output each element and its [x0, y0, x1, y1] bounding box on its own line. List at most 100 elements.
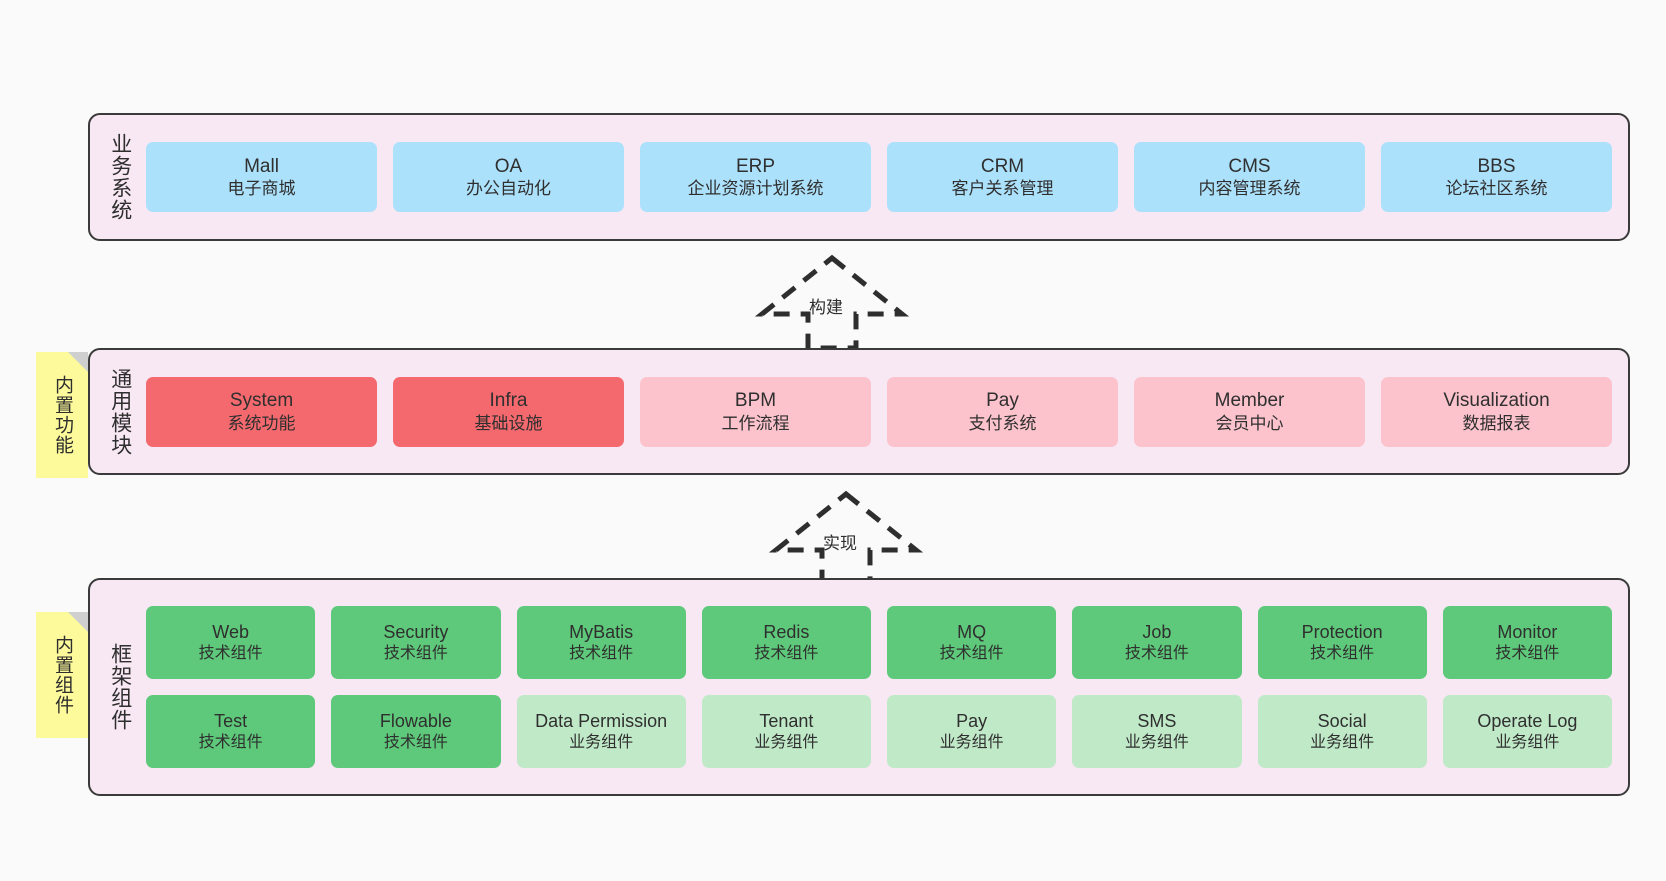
layer-business-system[interactable]: 业务系统 Mall 电子商城 OA 办公自动化 ERP 企业资源计划系统 CRM…	[88, 113, 1630, 241]
arrow-label-implement: 实现	[823, 534, 857, 553]
node-system[interactable]: System 系统功能	[146, 376, 377, 447]
node-crm[interactable]: CRM 客户关系管理	[887, 142, 1118, 212]
node-title: Mall	[244, 155, 279, 177]
node-social[interactable]: Social 业务组件	[1257, 695, 1427, 768]
node-title: System	[229, 390, 294, 412]
node-title: Tenant	[759, 711, 814, 732]
node-job[interactable]: Job 技术组件	[1072, 606, 1242, 679]
sticky-note-builtin-component[interactable]: 内置组件	[36, 612, 88, 738]
node-web[interactable]: Web 技术组件	[146, 606, 316, 679]
node-subtitle: 论坛社区系统	[1445, 179, 1548, 199]
node-title: ERP	[735, 155, 776, 177]
layer-title-business-system: 业务系统	[108, 133, 132, 221]
sticky-note-label: 内置功能	[52, 375, 74, 455]
node-subtitle: 技术组件	[383, 733, 448, 751]
node-title: Monitor	[1497, 622, 1558, 643]
node-sms[interactable]: SMS 业务组件	[1072, 695, 1242, 768]
arrow-implement: 实现	[766, 488, 926, 588]
node-subtitle: 业务组件	[1310, 733, 1375, 751]
box-row: Mall 电子商城 OA 办公自动化 ERP 企业资源计划系统 CRM 客户关系…	[146, 142, 1612, 212]
layer-body-framework-component: Web 技术组件 Security 技术组件 MyBatis 技术组件 Redi…	[140, 586, 1618, 788]
node-cms[interactable]: CMS 内容管理系统	[1134, 142, 1365, 212]
node-pay[interactable]: Pay 支付系统	[887, 376, 1118, 447]
node-title: Visualization	[1443, 390, 1550, 412]
node-subtitle: 业务组件	[939, 733, 1004, 751]
folded-corner-icon	[68, 352, 88, 372]
node-title: CMS	[1228, 155, 1271, 177]
node-subtitle: 技术组件	[198, 644, 263, 662]
node-title: SMS	[1137, 711, 1177, 732]
node-subtitle: 技术组件	[569, 644, 634, 662]
node-title: Pay	[956, 711, 988, 732]
folded-corner-icon	[68, 612, 88, 632]
node-mybatis[interactable]: MyBatis 技术组件	[516, 606, 686, 679]
box-row: Test 技术组件 Flowable 技术组件 Data Permission …	[146, 695, 1612, 768]
arrow-build: 构建	[752, 252, 912, 352]
node-title: Redis	[763, 622, 810, 643]
node-mall[interactable]: Mall 电子商城	[146, 142, 377, 212]
sticky-note-builtin-function[interactable]: 内置功能	[36, 352, 88, 478]
node-subtitle: 内容管理系统	[1198, 179, 1301, 199]
node-monitor[interactable]: Monitor 技术组件	[1442, 606, 1612, 679]
layer-common-module[interactable]: 通用模块 System 系统功能 Infra 基础设施 BPM 工作流程 Pay…	[88, 348, 1630, 475]
node-title: BPM	[734, 390, 777, 412]
node-protection[interactable]: Protection 技术组件	[1257, 606, 1427, 679]
node-bpm[interactable]: BPM 工作流程	[640, 376, 871, 447]
node-infra[interactable]: Infra 基础设施	[393, 376, 624, 447]
arrow-label-build: 构建	[809, 298, 843, 317]
layer-body-business-system: Mall 电子商城 OA 办公自动化 ERP 企业资源计划系统 CRM 客户关系…	[140, 121, 1618, 233]
node-subtitle: 业务组件	[754, 733, 819, 751]
node-pay-component[interactable]: Pay 业务组件	[887, 695, 1057, 768]
node-subtitle: 技术组件	[198, 733, 263, 751]
node-subtitle: 企业资源计划系统	[687, 179, 824, 199]
node-test[interactable]: Test 技术组件	[146, 695, 316, 768]
node-oa[interactable]: OA 办公自动化	[393, 142, 624, 212]
node-subtitle: 技术组件	[1495, 644, 1560, 662]
layer-framework-component[interactable]: 框架组件 Web 技术组件 Security 技术组件 MyBatis 技术组件…	[88, 578, 1630, 796]
node-tenant[interactable]: Tenant 业务组件	[701, 695, 871, 768]
node-subtitle: 客户关系管理	[951, 179, 1054, 199]
node-flowable[interactable]: Flowable 技术组件	[331, 695, 501, 768]
node-subtitle: 技术组件	[1124, 644, 1189, 662]
node-title: Pay	[986, 390, 1019, 412]
node-member[interactable]: Member 会员中心	[1134, 376, 1365, 447]
node-title: Infra	[489, 390, 528, 412]
node-subtitle: 业务组件	[569, 733, 634, 751]
box-row: System 系统功能 Infra 基础设施 BPM 工作流程 Pay 支付系统…	[146, 376, 1612, 447]
layer-body-common-module: System 系统功能 Infra 基础设施 BPM 工作流程 Pay 支付系统…	[140, 356, 1618, 467]
node-title: Protection	[1301, 622, 1383, 643]
box-row: Web 技术组件 Security 技术组件 MyBatis 技术组件 Redi…	[146, 606, 1612, 679]
sticky-note-label: 内置组件	[52, 635, 74, 715]
node-subtitle: 系统功能	[227, 413, 296, 433]
node-visualization[interactable]: Visualization 数据报表	[1381, 376, 1612, 447]
node-title: CRM	[980, 155, 1025, 177]
node-title: MQ	[957, 622, 987, 643]
node-title: Data Permission	[535, 711, 668, 732]
node-subtitle: 技术组件	[939, 644, 1004, 662]
node-title: Job	[1142, 622, 1172, 643]
node-title: Security	[383, 622, 449, 643]
layer-title-common-module: 通用模块	[108, 367, 132, 456]
node-subtitle: 业务组件	[1495, 733, 1560, 751]
node-security[interactable]: Security 技术组件	[331, 606, 501, 679]
node-subtitle: 电子商城	[227, 179, 296, 199]
node-subtitle: 业务组件	[1124, 733, 1189, 751]
node-redis[interactable]: Redis 技术组件	[701, 606, 871, 679]
node-bbs[interactable]: BBS 论坛社区系统	[1381, 142, 1612, 212]
node-mq[interactable]: MQ 技术组件	[887, 606, 1057, 679]
node-subtitle: 工作流程	[721, 413, 790, 433]
node-title: Flowable	[379, 711, 452, 732]
node-data-permission[interactable]: Data Permission 业务组件	[516, 695, 686, 768]
node-subtitle: 技术组件	[1310, 644, 1375, 662]
node-title: MyBatis	[569, 622, 634, 643]
layer-title-framework-component: 框架组件	[108, 643, 132, 731]
node-subtitle: 技术组件	[754, 644, 819, 662]
node-subtitle: 基础设施	[474, 413, 543, 433]
node-operate-log[interactable]: Operate Log 业务组件	[1442, 695, 1612, 768]
node-subtitle: 会员中心	[1215, 413, 1284, 433]
node-erp[interactable]: ERP 企业资源计划系统	[640, 142, 871, 212]
node-title: Member	[1214, 390, 1285, 412]
node-subtitle: 支付系统	[968, 413, 1037, 433]
node-title: Web	[212, 622, 249, 643]
